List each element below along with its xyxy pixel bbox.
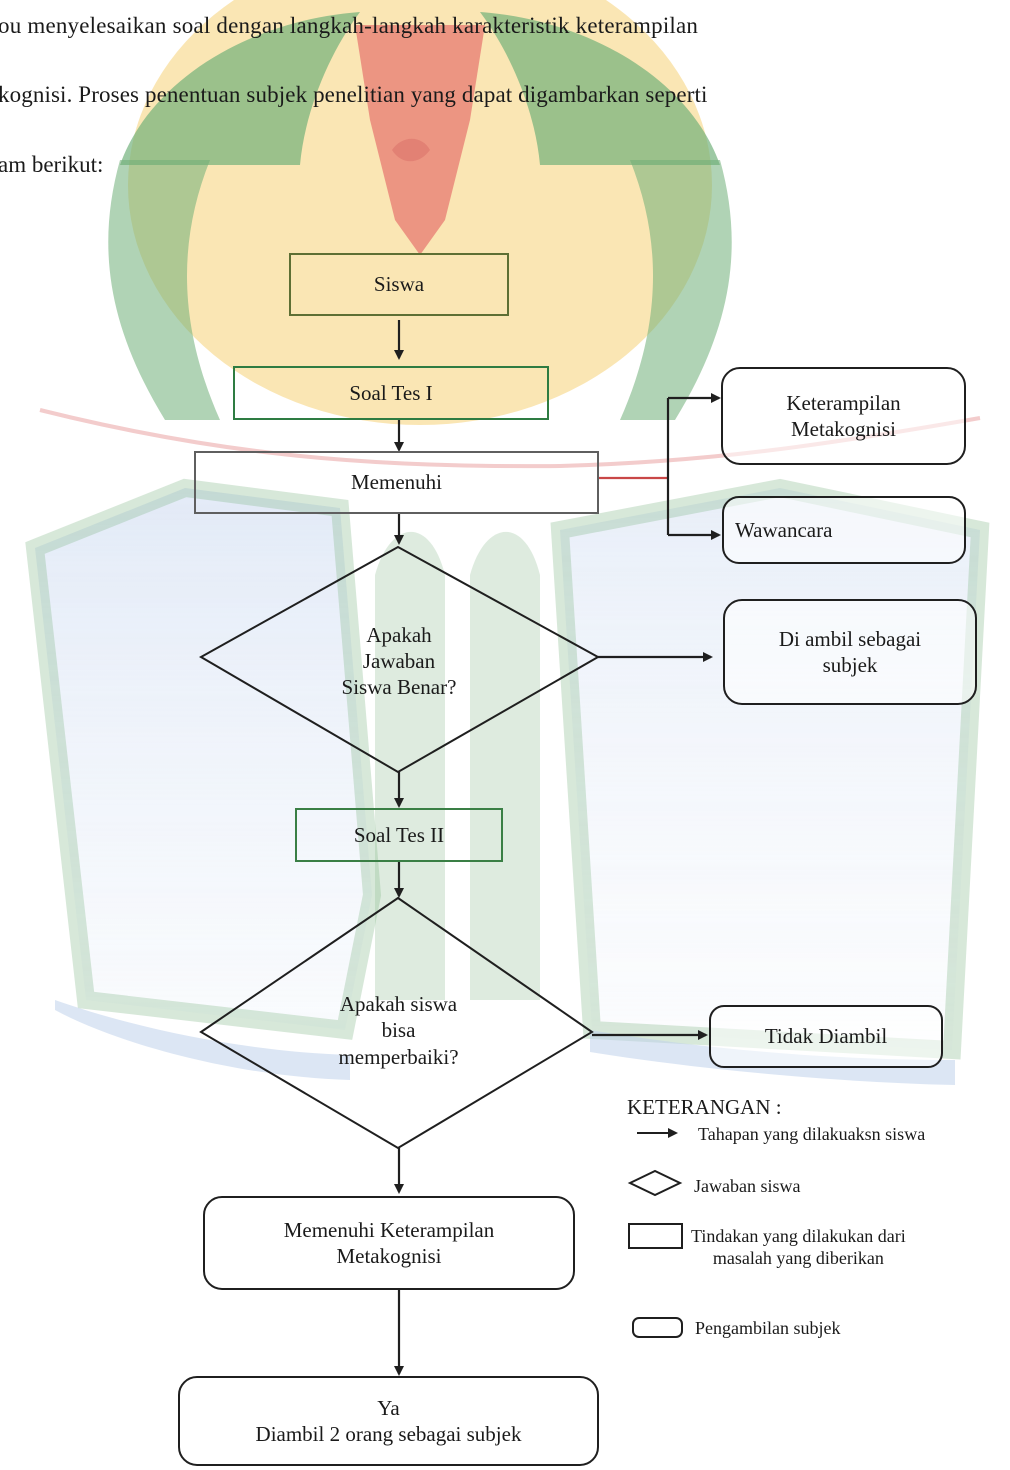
memenuhi-keterampilan-box bbox=[203, 1196, 575, 1290]
memenuhi-keterampilan-label: Memenuhi Keterampilan Metakognisi bbox=[283, 1217, 495, 1268]
soal-tes-2-box bbox=[295, 808, 503, 862]
soal-tes-1-box bbox=[233, 366, 549, 420]
wawancara-box bbox=[722, 496, 966, 564]
legend-title: KETERANGAN : bbox=[627, 1095, 782, 1119]
connectors bbox=[394, 320, 721, 1376]
decision-jawaban-label: Apakah Jawaban Siswa Benar? bbox=[341, 622, 457, 700]
flowchart-shapes bbox=[178, 253, 977, 1466]
diambil-subjek-label: Di ambil sebagai subjek bbox=[778, 626, 922, 677]
tidak-diambil-label: Tidak Diambil bbox=[764, 1024, 888, 1049]
tidak-diambil-box bbox=[709, 1005, 943, 1068]
decision-perbaiki-diamond bbox=[199, 896, 594, 1150]
final-result-label: Ya Diambil 2 orang sebagai subjek bbox=[255, 1395, 522, 1446]
legend-diamond-label: Jawaban siswa bbox=[694, 1176, 801, 1196]
keterampilan-metakognisi-label: Keterampilan Metakognisi bbox=[786, 390, 901, 441]
final-result-box bbox=[178, 1376, 599, 1466]
intro-line-1: ou menyelesaikan soal dengan langkah-lan… bbox=[0, 13, 699, 38]
intro-line-2: kognisi. Proses penentuan subjek penelit… bbox=[0, 82, 708, 107]
keterampilan-metakognisi-box bbox=[721, 367, 966, 465]
memenuhi-label: Memenuhi bbox=[351, 470, 442, 495]
wawancara-label: Wawancara bbox=[735, 517, 833, 542]
decision-jawaban-diamond bbox=[198, 545, 601, 774]
intro-line-3: am berikut: bbox=[0, 152, 104, 177]
decision-perbaiki-label: Apakah siswa bisa memperbaiki? bbox=[338, 992, 459, 1069]
soal-tes-1-label: Soal Tes I bbox=[349, 380, 433, 405]
legend-arrow-label: Tahapan yang dilakuaksn siswa bbox=[698, 1124, 926, 1144]
siswa-box bbox=[289, 253, 509, 316]
legend-symbols bbox=[627, 1128, 683, 1338]
memenuhi-box bbox=[194, 451, 599, 514]
legend-rounded-label: Pengambilan subjek bbox=[695, 1318, 841, 1338]
diambil-subjek-box bbox=[723, 599, 977, 705]
legend-rectangle-label: Tindakan yang dilakukan dari masalah yan… bbox=[691, 1226, 906, 1268]
siswa-label: Siswa bbox=[373, 272, 425, 297]
soal-tes-2-label: Soal Tes II bbox=[353, 822, 445, 847]
